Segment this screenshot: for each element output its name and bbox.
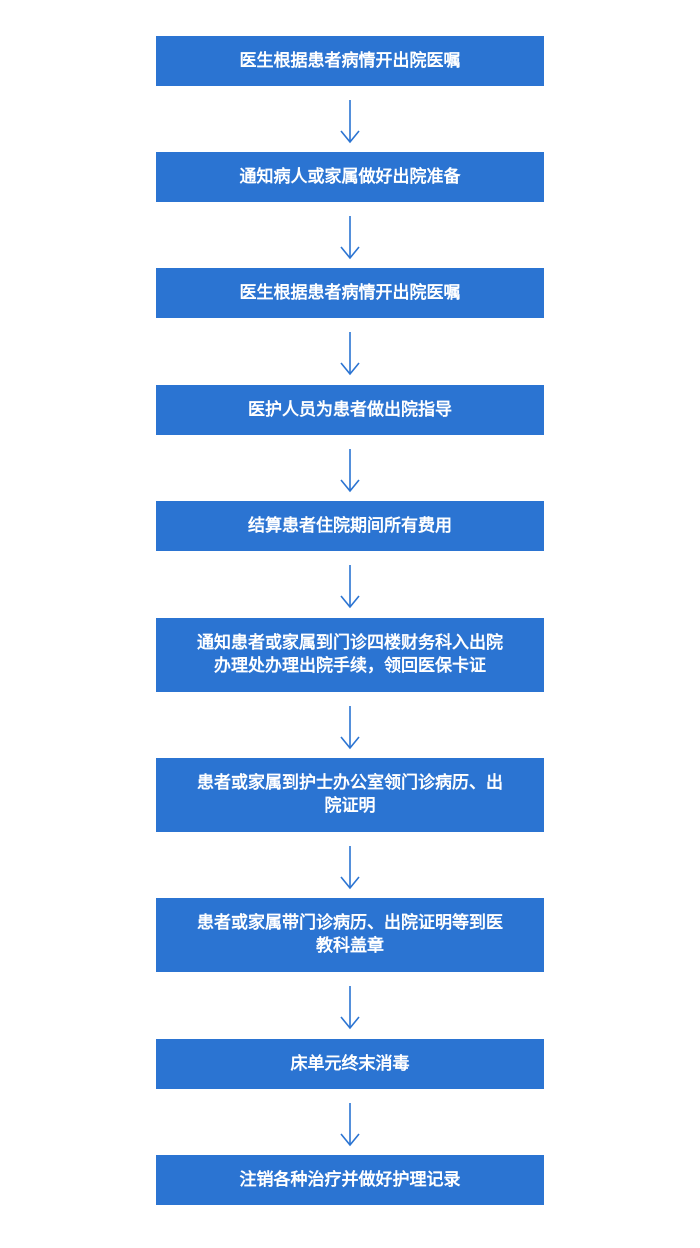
flow-step-1-label: 医生根据患者病情开出院医嘱 xyxy=(239,50,461,71)
flow-step-7-label: 患者或家属到护士办公室领门诊病历、出 院证明 xyxy=(197,773,503,816)
flow-step-3: 医生根据患者病情开出院医嘱 xyxy=(156,268,544,318)
flow-step-10: 注销各种治疗并做好护理记录 xyxy=(156,1155,544,1205)
flow-step-9: 床单元终末消毒 xyxy=(156,1039,544,1089)
flow-step-8-label: 患者或家属带门诊病历、出院证明等到医 教科盖章 xyxy=(197,913,503,956)
arrow-down-icon xyxy=(336,984,364,1030)
arrow-down-icon xyxy=(336,563,364,609)
flow-step-4: 医护人员为患者做出院指导 xyxy=(156,385,544,435)
flow-step-2-label: 通知病人或家属做好出院准备 xyxy=(239,166,461,187)
flow-step-6: 通知患者或家属到门诊四楼财务科入出院 办理处办理出院手续，领回医保卡证 xyxy=(156,618,544,692)
flow-step-1: 医生根据患者病情开出院医嘱 xyxy=(156,36,544,86)
flow-step-7: 患者或家属到护士办公室领门诊病历、出 院证明 xyxy=(156,758,544,832)
arrow-down-icon xyxy=(336,844,364,890)
arrow-down-icon xyxy=(336,330,364,376)
flow-step-6-label: 通知患者或家属到门诊四楼财务科入出院 办理处办理出院手续，领回医保卡证 xyxy=(197,633,503,676)
arrow-down-icon xyxy=(336,1101,364,1147)
arrow-down-icon xyxy=(336,214,364,260)
flow-step-5: 结算患者住院期间所有费用 xyxy=(156,501,544,551)
flow-step-4-label: 医护人员为患者做出院指导 xyxy=(248,399,452,420)
flow-step-9-label: 床单元终末消毒 xyxy=(290,1053,410,1074)
flow-step-8: 患者或家属带门诊病历、出院证明等到医 教科盖章 xyxy=(156,898,544,972)
flow-step-3-label: 医生根据患者病情开出院医嘱 xyxy=(239,282,461,303)
arrow-down-icon xyxy=(336,447,364,493)
flow-step-10-label: 注销各种治疗并做好护理记录 xyxy=(239,1169,461,1190)
arrow-down-icon xyxy=(336,98,364,144)
flow-step-5-label: 结算患者住院期间所有费用 xyxy=(248,515,452,536)
flow-step-2: 通知病人或家属做好出院准备 xyxy=(156,152,544,202)
arrow-down-icon xyxy=(336,704,364,750)
